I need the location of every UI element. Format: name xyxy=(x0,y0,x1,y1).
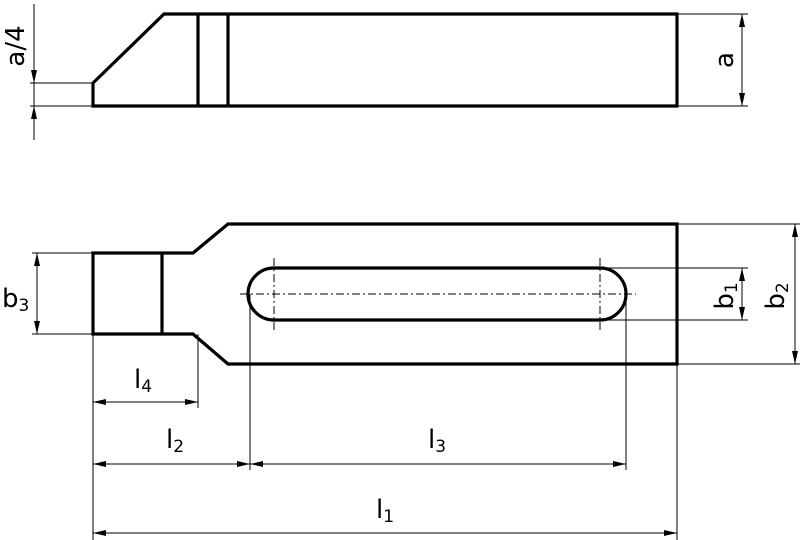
side-view-outline xyxy=(91,12,679,108)
l3-label-sub: 3 xyxy=(435,437,446,457)
b2-arrow-bottom xyxy=(792,351,798,364)
l2-arrow-left xyxy=(93,461,106,467)
l2-label-sub: 2 xyxy=(173,437,184,457)
b1-arrow-top xyxy=(739,268,745,281)
l4-label-main: l xyxy=(134,365,141,395)
side-view: a/4 a xyxy=(1,4,748,140)
l4-label: l4 xyxy=(134,365,152,397)
l2-arrow-right xyxy=(237,461,250,467)
a-arrow-bottom xyxy=(739,93,745,106)
b2-arrow-top xyxy=(792,224,798,237)
b2-label: b2 xyxy=(761,282,793,309)
l4-arrow-right xyxy=(185,399,198,405)
l3-label-main: l xyxy=(428,425,435,455)
top-view: b3 b1 b2 l4 xyxy=(2,222,800,540)
a-label: a xyxy=(710,52,740,68)
l1-arrow-left xyxy=(93,530,106,536)
b3-label-sub: 3 xyxy=(19,296,30,316)
l3-label: l3 xyxy=(428,425,446,457)
b3-label-main: b xyxy=(2,284,19,314)
b2-label-sub: 2 xyxy=(773,282,793,293)
b2-label-main: b xyxy=(761,293,791,310)
b1-label-sub: 1 xyxy=(722,282,742,293)
a-quarter-label: a/4 xyxy=(1,25,31,66)
l4-arrow-left xyxy=(93,399,106,405)
b3-label: b3 xyxy=(2,284,29,316)
b1-label-main: b xyxy=(710,293,740,310)
l2-label-main: l xyxy=(166,425,173,455)
a-quarter-arrow-top xyxy=(31,70,37,83)
b1-arrow-bottom xyxy=(739,307,745,320)
a-quarter-arrow-bottom xyxy=(31,106,37,119)
l1-label-main: l xyxy=(376,495,383,525)
l1-arrow-right xyxy=(664,530,677,536)
l3-arrow-right xyxy=(613,461,626,467)
l2-label: l2 xyxy=(166,425,184,457)
b1-label: b1 xyxy=(710,282,742,309)
b3-arrow-bottom xyxy=(34,321,40,334)
l1-label-sub: 1 xyxy=(383,507,394,527)
a-arrow-top xyxy=(739,14,745,27)
b3-arrow-top xyxy=(34,253,40,266)
l1-label: l1 xyxy=(376,495,394,527)
l3-arrow-left xyxy=(250,461,263,467)
l4-label-sub: 4 xyxy=(141,377,152,397)
